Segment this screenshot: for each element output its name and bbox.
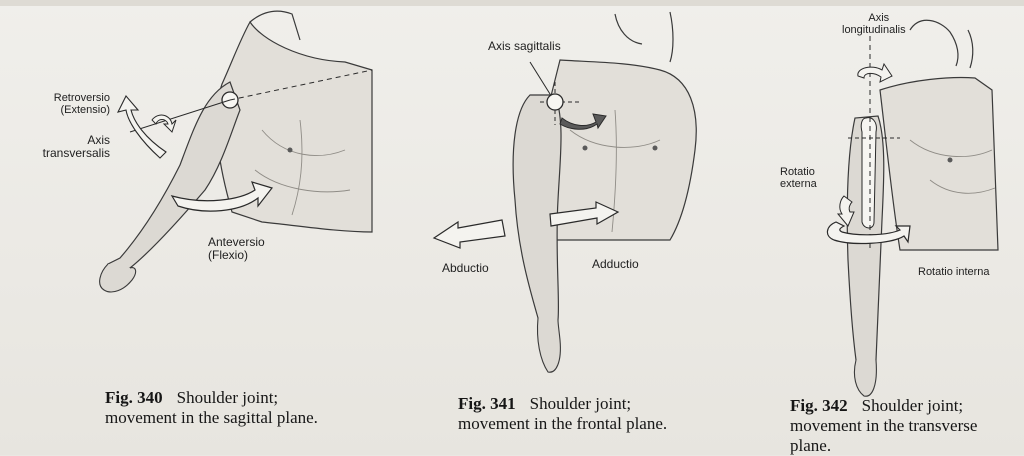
- nipple: [948, 158, 953, 163]
- label-rotatio-interna: Rotatio interna: [918, 266, 990, 278]
- label-axis-sagittalis: Axis sagittalis: [488, 40, 561, 53]
- label-retroversio: Retroversio (Extensio): [14, 92, 110, 116]
- label-axis-longitudinalis: Axis longitudinalis: [842, 12, 906, 36]
- label-abductio: Abductio: [442, 262, 489, 275]
- sagittal-plane-illustration: [0, 0, 390, 455]
- nipple-right: [653, 146, 658, 151]
- humerus-bone: [861, 118, 876, 228]
- figure-341: Axis sagittalis Abductio Adductio Fig. 3…: [390, 0, 760, 455]
- frontal-plane-illustration: [390, 0, 760, 455]
- axis-rotation-arrow: [858, 64, 892, 82]
- figure-342: Axis longitudinalis Rotatio externa Rota…: [760, 0, 1024, 455]
- hand-drawing: [854, 360, 876, 396]
- rotation-small-arrow: [152, 115, 176, 132]
- head-drawing: [615, 12, 673, 62]
- hand-drawing: [100, 264, 136, 292]
- retroversio-arrow: [118, 96, 166, 158]
- arm-drawing: [513, 95, 561, 329]
- label-anteversio: Anteversio (Flexio): [208, 236, 265, 262]
- transverse-plane-illustration: [760, 0, 1024, 455]
- label-adductio: Adductio: [592, 258, 639, 271]
- shoulder-joint-marker: [547, 94, 563, 110]
- hand-drawing: [537, 318, 560, 372]
- label-axis-transversalis: Axis transversalis: [16, 134, 110, 160]
- figure-number: Fig. 340: [105, 388, 163, 407]
- figure-340: Retroversio (Extensio) Axis transversali…: [0, 0, 390, 455]
- head-drawing: [910, 20, 973, 68]
- nipple-left: [583, 146, 588, 151]
- abductio-arrow: [434, 220, 505, 248]
- torso-drawing: [880, 78, 998, 251]
- figure-number: Fig. 341: [458, 394, 516, 413]
- nipple: [288, 148, 293, 153]
- label-rotatio-externa: Rotatio externa: [780, 166, 817, 190]
- figure-number: Fig. 342: [790, 396, 848, 415]
